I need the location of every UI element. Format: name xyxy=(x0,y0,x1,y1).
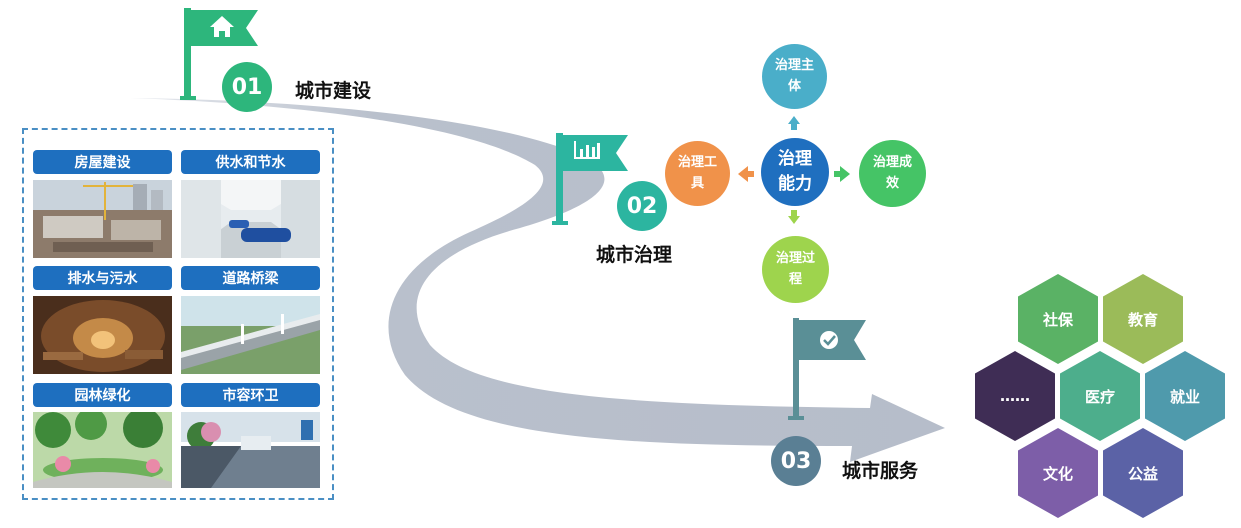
flag-2-icon xyxy=(552,133,628,225)
governance-tools: 治理工具 xyxy=(665,141,730,206)
arrow-up-icon xyxy=(788,116,800,130)
arrow-down-icon xyxy=(788,210,800,224)
service-social-security: 社保 xyxy=(1018,274,1098,364)
bar-chart-icon xyxy=(574,141,600,159)
housing-image xyxy=(33,180,172,258)
step-3-number: 03 xyxy=(771,436,821,486)
check-icon xyxy=(820,331,838,349)
card-label-sanitation: 市容环卫 xyxy=(181,383,320,407)
tools-line-1: 治理工 xyxy=(677,154,717,170)
arrow-right-icon xyxy=(834,166,850,182)
tools-line-2: 具 xyxy=(690,175,704,191)
water-supply-image xyxy=(181,180,320,258)
step-1-number: 01 xyxy=(222,62,272,112)
card-label-drainage: 排水与污水 xyxy=(33,266,172,290)
governance-subject: 治理主体 xyxy=(762,44,827,109)
flag-3-icon xyxy=(788,318,866,420)
center-line-2: 能力 xyxy=(778,174,812,194)
service-education: 教育 xyxy=(1103,274,1183,364)
step-2-title: 城市治理 xyxy=(596,244,673,266)
home-icon xyxy=(210,16,234,37)
subject-line-2: 体 xyxy=(787,78,801,94)
center-line-1: 治理 xyxy=(778,149,812,170)
effects-line-2: 效 xyxy=(885,175,899,191)
step-3-title: 城市服务 xyxy=(842,460,919,482)
sanitation-image xyxy=(181,412,320,488)
roads-bridges-image xyxy=(181,296,320,374)
governance-effects: 治理成效 xyxy=(859,140,926,207)
governance-center: 治理能力 xyxy=(761,138,829,206)
service-medical: 医疗 xyxy=(1060,351,1140,441)
service-employment: 就业 xyxy=(1145,351,1225,441)
arrow-left-icon xyxy=(738,166,754,182)
service-culture: 文化 xyxy=(1018,428,1098,518)
service-public-welfare: 公益 xyxy=(1103,428,1183,518)
construction-panel: 房屋建设 供水和节水 排水与污水 xyxy=(22,128,334,500)
flag-1-icon xyxy=(180,8,258,100)
process-line-1: 治理过 xyxy=(775,250,815,266)
road-shape xyxy=(130,98,945,462)
card-label-water-supply: 供水和节水 xyxy=(181,150,320,174)
landscaping-image xyxy=(33,412,172,488)
card-label-landscaping: 园林绿化 xyxy=(33,383,172,407)
process-line-2: 程 xyxy=(788,271,802,287)
step-1-title: 城市建设 xyxy=(295,80,372,102)
step-2-number: 02 xyxy=(617,181,667,231)
effects-line-1: 治理成 xyxy=(872,154,912,170)
card-label-housing: 房屋建设 xyxy=(33,150,172,174)
governance-process: 治理过程 xyxy=(762,236,829,303)
drainage-image xyxy=(33,296,172,374)
subject-line-1: 治理主 xyxy=(774,57,814,73)
card-label-roads-bridges: 道路桥梁 xyxy=(181,266,320,290)
governance-arrows xyxy=(738,116,850,224)
